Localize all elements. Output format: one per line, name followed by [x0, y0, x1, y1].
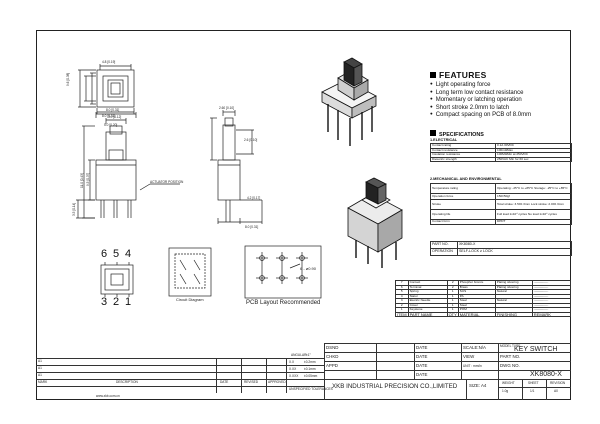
model-value: KEY SWITCH [514, 346, 558, 353]
table-row: PART NO.XK8080-X [430, 241, 572, 249]
pin-4: 4 [125, 248, 132, 260]
feature-item: Light operating force [430, 81, 531, 89]
product-render-top [321, 57, 377, 146]
dim-side-1: 2.60 [0.10] [219, 106, 235, 110]
dwg-value: XK8080-X [530, 371, 562, 378]
pin-5: 5 [113, 248, 120, 260]
dim-front-h2: 9.5 [0.37] [86, 172, 90, 186]
circuit-diagram-label: Circuit Diagram [176, 297, 204, 302]
pin-3: 3 [101, 296, 108, 308]
dim-side-4: 8.0 [0.31] [245, 225, 259, 229]
specifications-heading: SPECIFICATIONS [430, 130, 484, 138]
pcb-hole-label: 6 - ø0.90 [300, 266, 317, 271]
dim-front-3: 8.0 [0.31] [106, 108, 120, 112]
dim-top-height: 9.6 [0.38] [66, 72, 70, 86]
dim-front-2: 5.0 [0.20] [104, 123, 118, 127]
company-name: XKB INDUSTRIAL PRECISION CO.,LIMITED [332, 383, 458, 390]
pin-1: 1 [125, 296, 132, 308]
circuit-diagram-drawing [168, 247, 212, 297]
feature-item: Compact spacing on PCB of 8.0mm [430, 111, 531, 119]
features-heading: FEATURES [430, 70, 487, 80]
dim-front-h3: 3.5 [0.14] [72, 202, 76, 216]
pcb-layout-drawing [244, 245, 322, 299]
dim-side-3: 4.2 [0.17] [247, 196, 261, 200]
dim-top-width: 4.8 [0.19] [102, 60, 116, 64]
feature-item: Short stroke 2.0mm to latch [430, 104, 531, 112]
actuator-note: ACTUATOR POSITION [150, 180, 184, 184]
dim-top-width-2: 8.0 [0.31] [102, 114, 116, 118]
mechanical-title: 2.MECHANICAL AND ENVIRONMENTAL [430, 177, 502, 181]
dim-front-1: 3.0 [0.12] [108, 115, 122, 119]
product-render-bottom [347, 177, 403, 268]
front-view-drawing [76, 112, 180, 219]
feature-item: Long term low contact resistance [430, 89, 531, 97]
pin-diagram-drawing [100, 262, 134, 297]
electrical-title: 1.ELECTRICAL [430, 138, 458, 142]
pcb-layout-label: PCB Layout Recommended [246, 300, 321, 306]
title-block: A1 A1 A1 MARK DESCRIPTION DATE REVISED A… [36, 343, 571, 400]
side-view-drawing [210, 110, 263, 224]
dim-front-h1: 11.0 [0.43] [80, 173, 84, 188]
feature-item: Momentary or latching operation [430, 96, 531, 104]
dim-side-2: 2.6 [0.10] [244, 138, 258, 142]
pin-2: 2 [113, 296, 120, 308]
pin-6: 6 [101, 248, 108, 260]
features-list: Light operating force Long term low cont… [430, 81, 531, 119]
top-view-drawing [78, 64, 135, 114]
